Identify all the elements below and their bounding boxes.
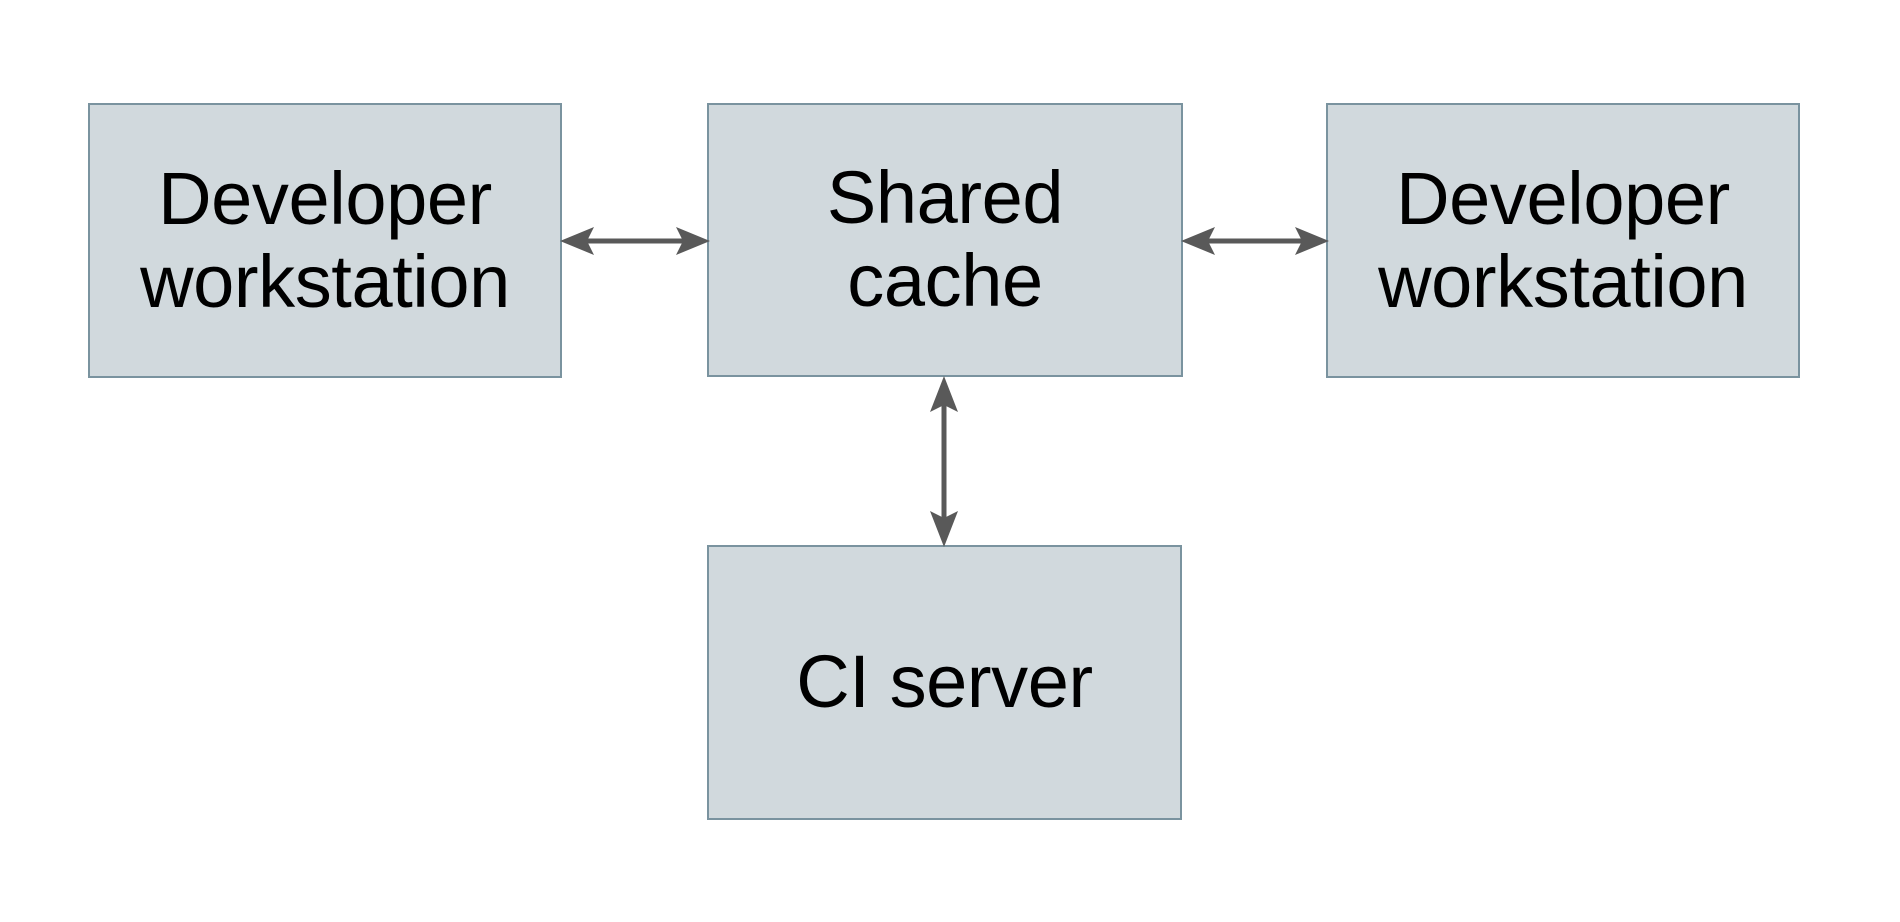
node-label: CI server — [796, 640, 1093, 724]
node-label: Developer workstation — [1378, 156, 1748, 323]
node-label: Shared cache — [826, 156, 1064, 322]
node-ci-server[interactable]: CI server — [707, 545, 1182, 820]
node-developer-workstation-right[interactable]: Developer workstation — [1326, 103, 1800, 378]
connector-shared-cache-to-ci-server — [914, 376, 974, 547]
double-arrow-horizontal-icon — [1181, 227, 1329, 255]
connector-dev-left-to-shared-cache — [560, 211, 710, 271]
connector-shared-cache-to-dev-right — [1181, 211, 1329, 271]
node-label: Developer workstation — [140, 156, 510, 323]
double-arrow-vertical-icon — [930, 376, 958, 547]
node-developer-workstation-left[interactable]: Developer workstation — [88, 103, 562, 378]
double-arrow-horizontal-icon — [560, 227, 710, 255]
node-shared-cache[interactable]: Shared cache — [707, 103, 1183, 377]
